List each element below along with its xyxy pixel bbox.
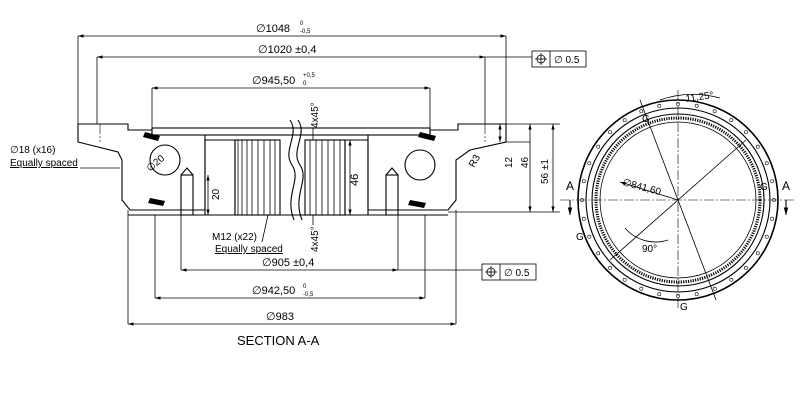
outer-ring-left — [77, 123, 206, 211]
seal-tr — [418, 132, 436, 141]
ring-hole — [755, 251, 760, 256]
ring-hole — [622, 118, 627, 123]
note-m12-spacing: Equally spaced — [215, 244, 283, 255]
section-title: SECTION A-A — [237, 333, 320, 348]
gear-teeth-left — [234, 139, 281, 216]
dim-905: ∅905 ±0,4 — [262, 257, 314, 269]
dim-20: 20 — [211, 188, 222, 200]
ring-hole — [581, 179, 586, 184]
chamfer-bottom: 4x45° — [310, 226, 321, 252]
ring-holes — [580, 102, 776, 298]
ring-hole — [729, 118, 734, 123]
svg-text:-0,5: -0,5 — [303, 292, 314, 298]
chamfer-top: 4x45° — [310, 102, 321, 128]
ring-hole — [596, 251, 601, 256]
svg-text:∅ 0.5: ∅ 0.5 — [554, 55, 580, 66]
svg-text:0: 0 — [300, 21, 304, 27]
ring-hole — [755, 144, 760, 149]
ring-hole — [587, 234, 592, 239]
ring-hole — [596, 144, 601, 149]
ball-right — [404, 149, 436, 181]
svg-text:∅ 0.5: ∅ 0.5 — [504, 268, 530, 279]
ring-hole — [639, 109, 644, 114]
section-mark-left: A — [566, 179, 574, 193]
dim-46-right: 46 — [520, 156, 531, 168]
bolt-hole-left — [180, 174, 194, 216]
ring-hole — [764, 234, 769, 239]
break-line — [288, 119, 296, 221]
dim-942: ∅942,50 — [252, 285, 295, 297]
ring-hole — [608, 130, 613, 135]
svg-text:+0,5: +0,5 — [303, 73, 316, 79]
pitch-dia: ∅841,60 — [621, 177, 662, 198]
plan-view: ∅841,60 11,25° 90° A A G G G G — [560, 90, 796, 313]
ring-hole — [744, 265, 748, 270]
dim-983: ∅983 — [266, 311, 294, 323]
ring-hole — [694, 292, 699, 297]
dim-1020: ∅1020 ±0,4 — [258, 44, 316, 56]
tolerance-frame-top: ∅ 0.5 — [531, 50, 587, 68]
ring-hole — [744, 130, 748, 135]
ring-hole — [694, 103, 699, 108]
gear-label-left: G — [576, 232, 584, 243]
ring-hole — [712, 109, 717, 114]
ring-hole — [608, 265, 613, 270]
dim-r3: R3 — [467, 153, 483, 170]
gear-label-right: G — [760, 182, 768, 193]
ring-hole — [729, 277, 734, 282]
ring-hole — [581, 216, 586, 221]
dim-46-inner: 46 — [349, 174, 361, 186]
seal-br — [408, 200, 426, 208]
ring-hole — [712, 286, 717, 291]
note-hole18-spacing: Equally spaced — [10, 158, 78, 169]
gear-label-top: G — [642, 114, 650, 125]
ring-hole — [622, 277, 627, 282]
section-view — [77, 119, 507, 221]
gear-label-bottom: G — [680, 302, 688, 313]
ring-hole — [657, 292, 662, 297]
ring-hole — [657, 103, 662, 108]
ring-hole — [770, 216, 775, 221]
svg-text:0: 0 — [303, 284, 307, 290]
note-hole18: ∅18 (x16) — [10, 145, 55, 156]
ring-hole — [639, 286, 644, 291]
seal-bl — [148, 198, 165, 206]
ball-left — [149, 144, 181, 176]
dim-12: 12 — [504, 156, 515, 168]
top-seal-plate — [151, 127, 431, 136]
ring-hole — [764, 161, 769, 166]
note-m12: M12 (x22) — [212, 232, 257, 243]
angle-top: 11,25° — [685, 90, 715, 105]
tolerance-frame-bottom: ∅ 0.5 — [481, 263, 537, 281]
dim-1048: ∅1048 — [256, 23, 290, 35]
svg-text:-0,5: -0,5 — [300, 29, 311, 35]
inner-ring-left — [204, 139, 236, 216]
seal-tl — [143, 132, 160, 141]
gear-teeth-right — [304, 139, 346, 216]
dimensions: ∅1048 0 -0,5 ∅1020 ±0,4 ∅ 0.5 ∅945,50 +0… — [10, 21, 587, 326]
angle-bottom: 90° — [642, 244, 657, 255]
svg-text:0: 0 — [303, 81, 307, 87]
ring-hole — [770, 179, 775, 184]
dim-56: 56 ±1 — [540, 159, 551, 184]
ring-hole — [587, 161, 592, 166]
section-mark-right: A — [782, 179, 790, 193]
dim-ball: ∅20 — [145, 153, 168, 174]
bolt-hole-right — [385, 174, 399, 216]
dim-945: ∅945,50 — [252, 75, 295, 87]
